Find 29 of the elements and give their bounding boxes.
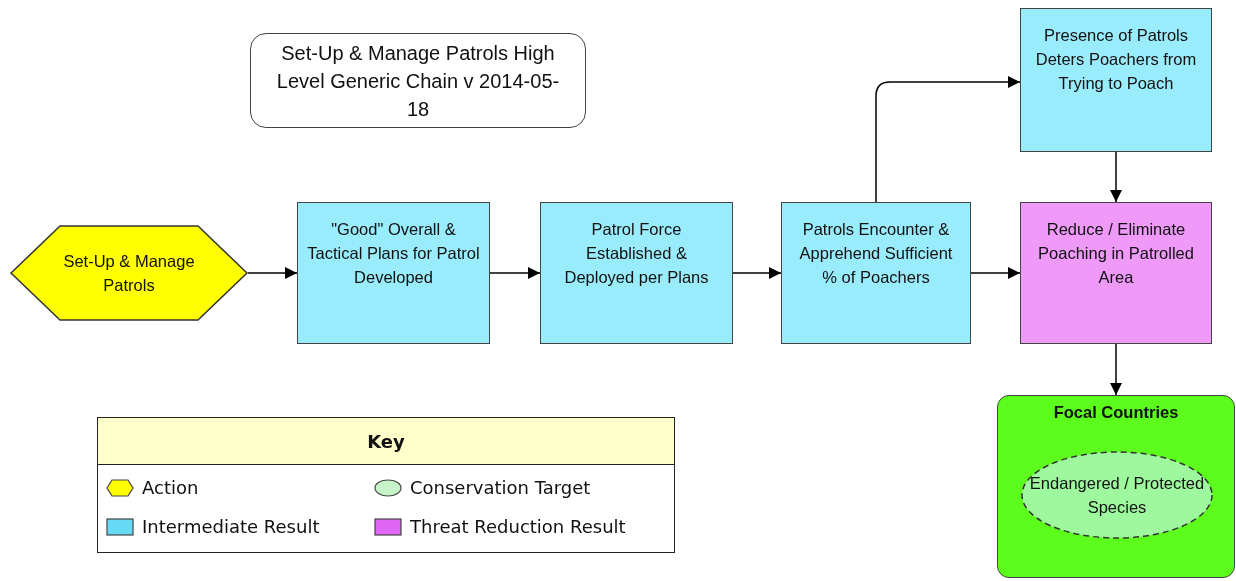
legend-label: Action (142, 477, 199, 498)
node-label: Reduce / Eliminate Poaching in Patrolled Area (1037, 219, 1195, 288)
target-ellipse (1021, 451, 1213, 539)
result-box (781, 202, 971, 344)
node-label: Endangered / Protected Species (1029, 473, 1205, 518)
arrow (247, 267, 298, 279)
arrow (875, 76, 1021, 203)
node-label: Patrols Encounter & Apprehend Sufficient % of Poachers (798, 219, 954, 288)
result-box (1020, 8, 1212, 152)
node-label: Set-Up & Manage Patrols (62, 251, 196, 296)
title-box: Set-Up & Manage Patrols High Level Generic Chain v 2014-05-18 (250, 33, 586, 128)
result-box (297, 202, 490, 344)
group-heading: Focal Countries (1053, 402, 1179, 423)
node-label: Patrol Force Established & Deployed per Plans (563, 219, 710, 288)
arrow (1110, 151, 1122, 203)
threat-reduction-box (1020, 202, 1212, 344)
legend-label: Threat Reduction Result (410, 516, 626, 537)
key-heading: Key (367, 430, 405, 452)
arrow (970, 267, 1021, 279)
action-hexagon (10, 225, 248, 321)
node-label: "Good" Overall & Tactical Plans for Patrol Developed (306, 219, 481, 288)
legend-label: Conservation Target (410, 477, 591, 498)
result-box (540, 202, 733, 344)
node-label: Presence of Patrols Deters Poachers from Trying to Poach (1034, 25, 1198, 94)
arrow (1110, 343, 1122, 396)
target-group-box (997, 395, 1235, 578)
arrow (732, 267, 782, 279)
arrow (489, 267, 541, 279)
legend-label: Intermediate Result (142, 516, 320, 537)
